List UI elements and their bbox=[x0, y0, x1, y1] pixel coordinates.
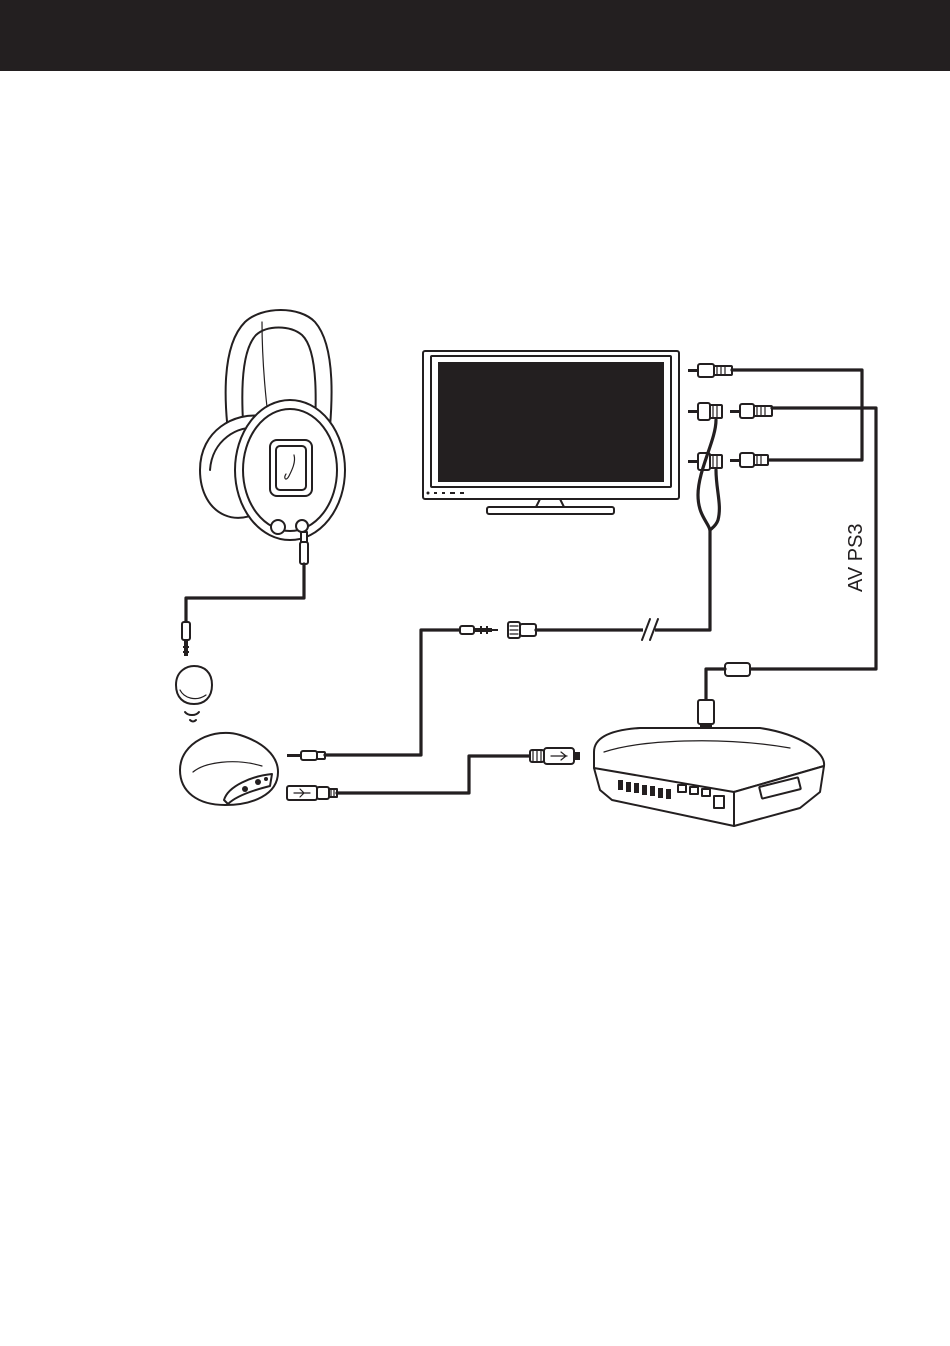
rca-plug-top bbox=[688, 364, 732, 377]
console-usb-plug bbox=[530, 748, 580, 764]
audio-cable bbox=[325, 630, 460, 755]
headphones-icon bbox=[200, 310, 345, 564]
y-splitter-cable-b bbox=[710, 470, 719, 530]
console-icon bbox=[594, 728, 824, 826]
rca-plug-bottom-right bbox=[730, 453, 768, 467]
rca-plug-middle-right bbox=[730, 404, 772, 418]
y-splitter-cable bbox=[698, 420, 716, 530]
transmitter-icon bbox=[180, 733, 278, 805]
tv-icon bbox=[423, 351, 679, 514]
transmitter-usb-plug bbox=[287, 786, 337, 800]
console-av-plug bbox=[698, 663, 750, 734]
audio-jack-plug bbox=[460, 626, 498, 634]
headphone-cable bbox=[186, 564, 304, 622]
transmitter-audio-plug bbox=[287, 751, 325, 760]
wireless-signal-icon bbox=[185, 712, 199, 722]
ps3-av-cable-label: AV PS3 bbox=[845, 523, 867, 592]
receiver-plug bbox=[182, 622, 190, 656]
adapter-to-rca-cable bbox=[536, 530, 710, 630]
usb-cable bbox=[337, 756, 530, 793]
rca-plug-middle-left bbox=[688, 403, 722, 420]
female-jack-adapter bbox=[508, 622, 536, 638]
receiver-icon bbox=[176, 666, 212, 704]
